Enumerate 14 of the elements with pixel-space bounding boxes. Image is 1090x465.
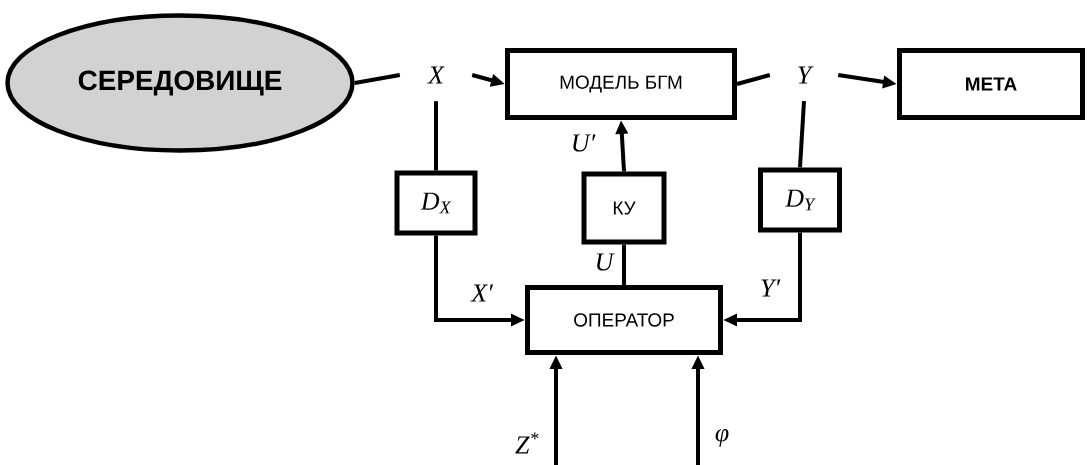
signal-label: X: [427, 66, 445, 84]
signal-label: Y: [798, 66, 814, 84]
block-box: D$_{Y}$: [758, 167, 842, 233]
block-box: D$_{X}$: [394, 170, 478, 236]
edge-label: U: [593, 252, 615, 272]
edge-label: X′: [470, 283, 494, 303]
edge-label: Z$^{*}$: [514, 431, 540, 455]
block-box: КУ: [581, 171, 667, 245]
edge-label: φ: [713, 428, 731, 448]
block-box: МОДЕЛЬ БГМ: [505, 48, 737, 120]
edge-label: U′: [569, 133, 597, 153]
block-box: МЕТА: [897, 48, 1085, 120]
edge-label: Y′: [758, 278, 782, 298]
block-box: ОПЕРАТОР: [525, 285, 723, 355]
